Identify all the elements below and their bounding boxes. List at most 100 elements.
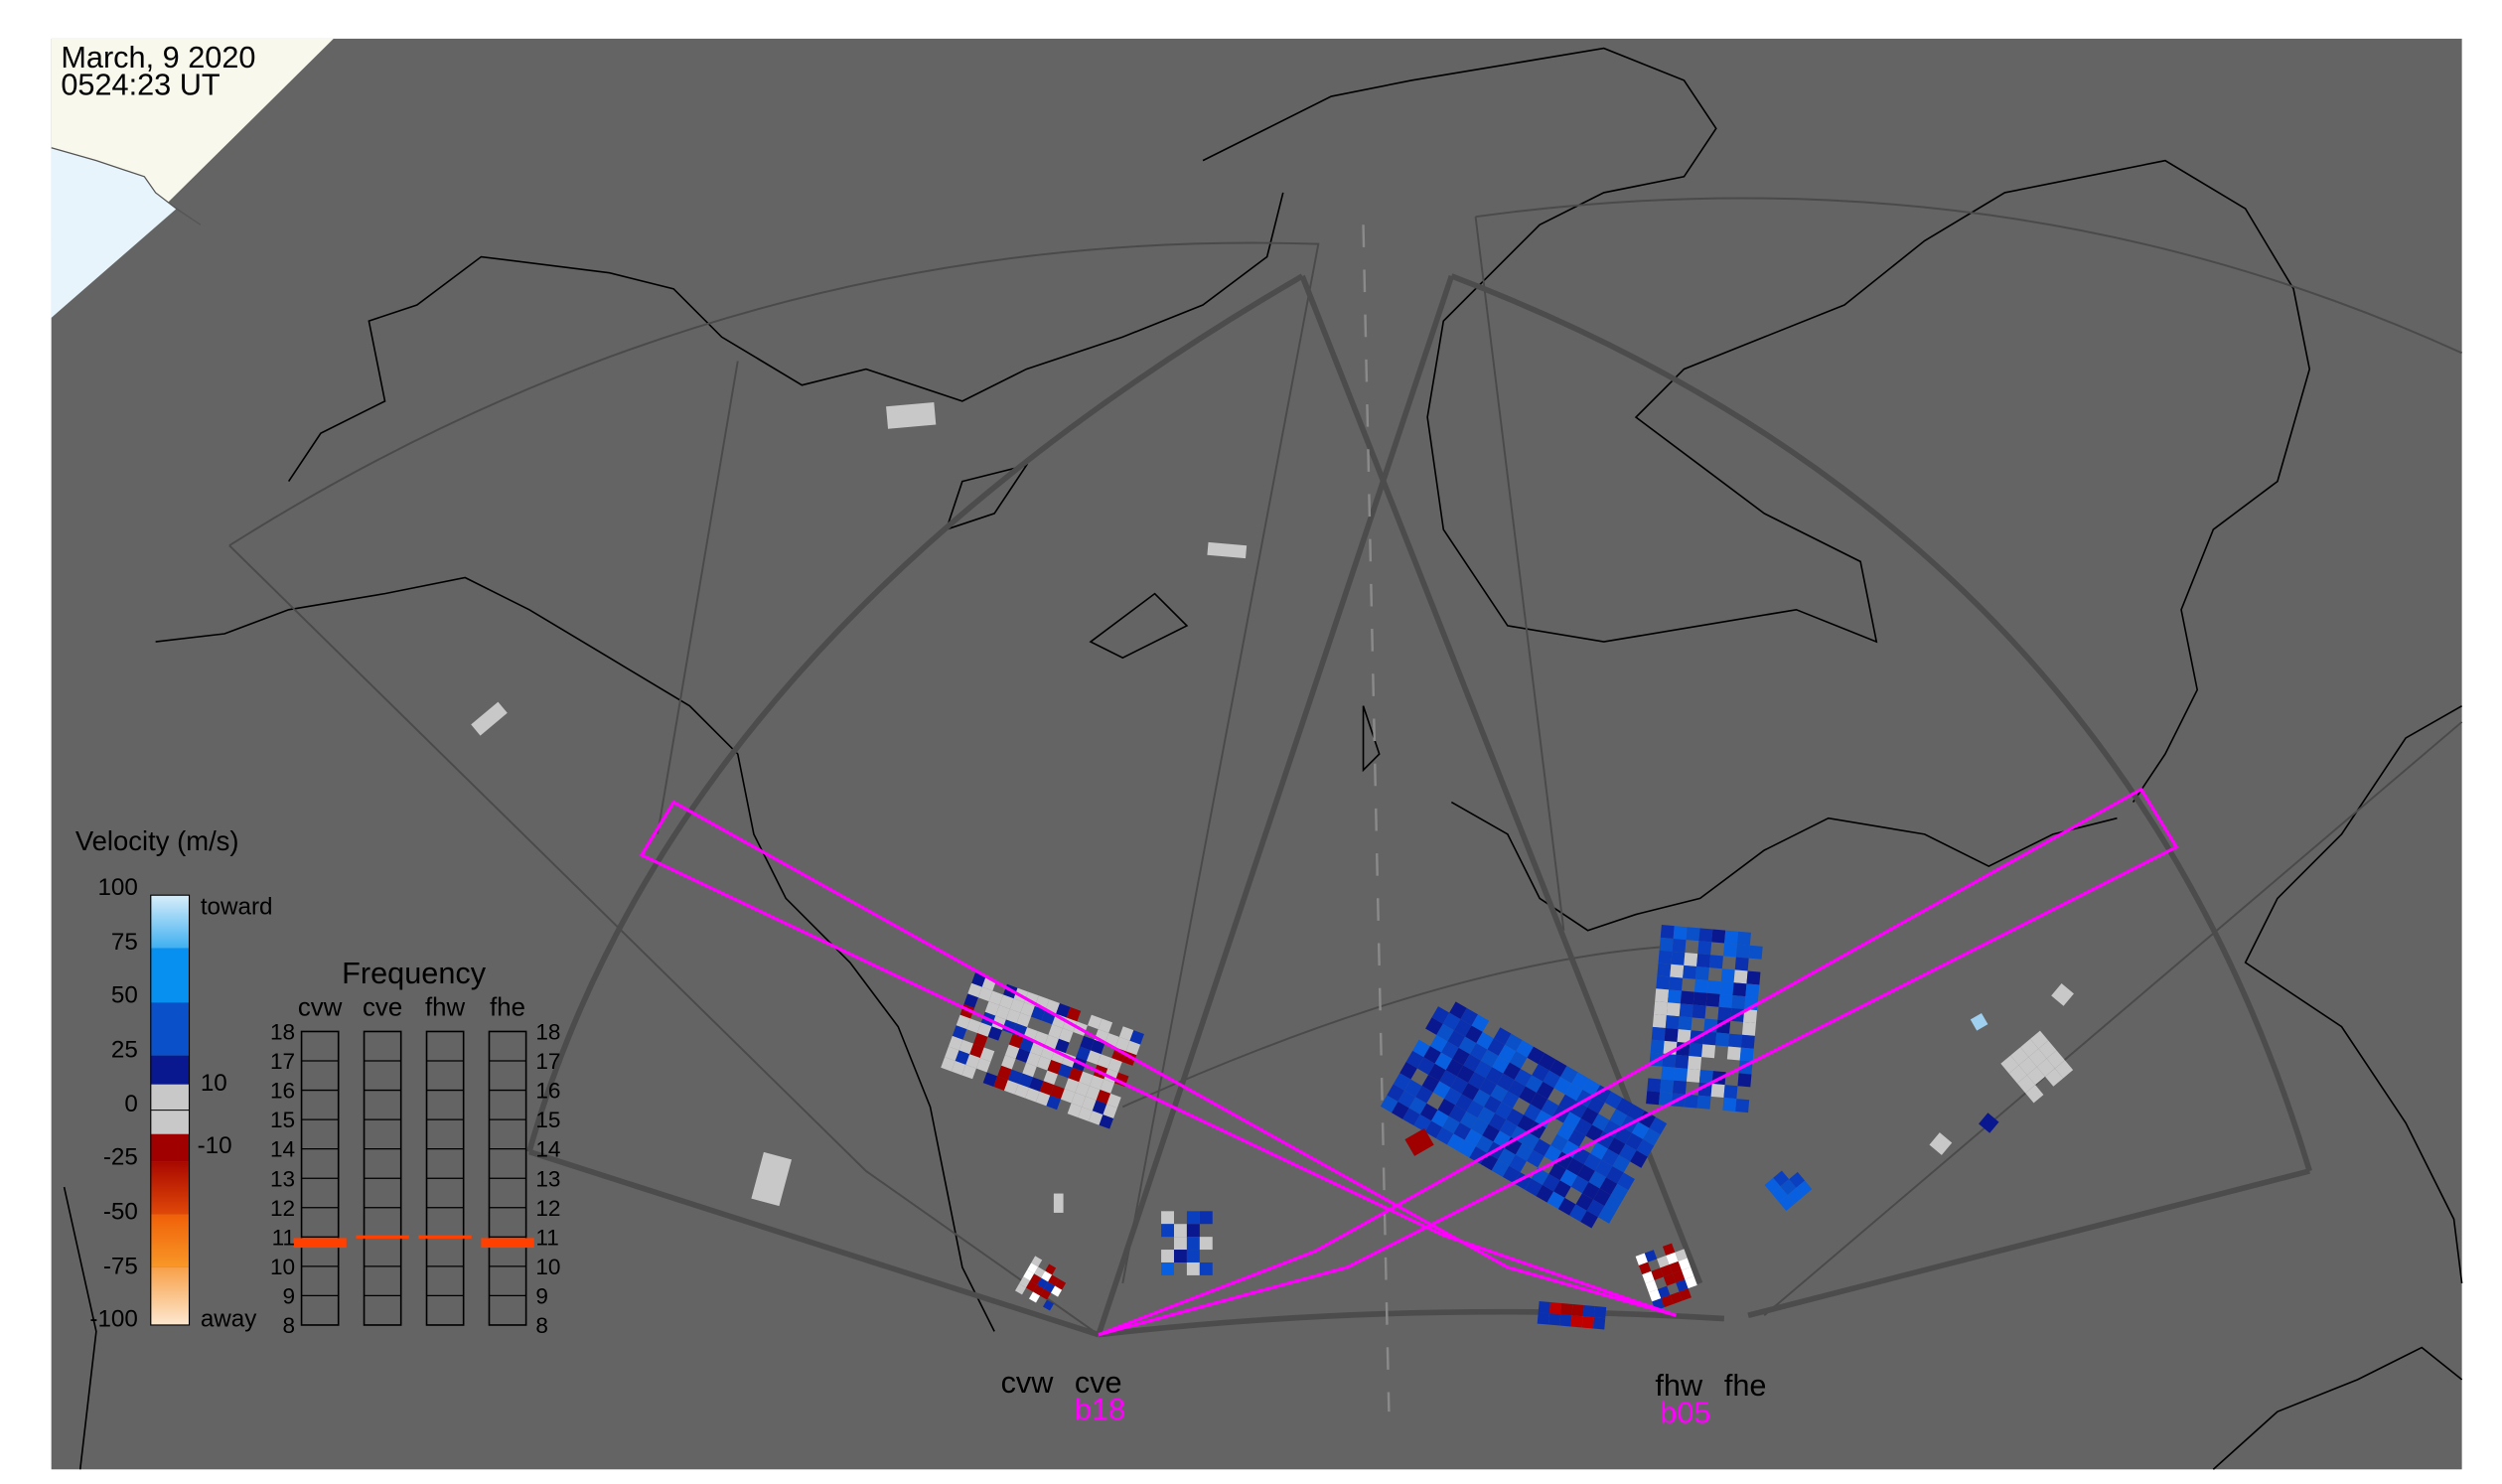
velocity-cell bbox=[1593, 1188, 1611, 1207]
velocity-cell bbox=[1929, 1132, 1953, 1155]
velocity-cell bbox=[1040, 1288, 1052, 1300]
fov-outlines-thick bbox=[526, 273, 2312, 1338]
velocity-cell bbox=[1530, 1093, 1548, 1111]
velocity-cell bbox=[1399, 1062, 1417, 1080]
velocity-cell bbox=[1679, 1288, 1692, 1301]
velocity-cell bbox=[1566, 1157, 1584, 1176]
velocity-cell bbox=[1672, 938, 1687, 953]
velocity-cell bbox=[1435, 1126, 1454, 1145]
velocity-cell bbox=[1787, 1187, 1804, 1204]
velocity-cell bbox=[977, 986, 993, 1002]
beam-b05 bbox=[639, 800, 1677, 1317]
frequency-tick-right: 10 bbox=[535, 1255, 560, 1279]
velocity-cell bbox=[1675, 1249, 1688, 1261]
velocity-cell bbox=[1559, 1314, 1572, 1327]
frequency-tick-right: 18 bbox=[535, 1020, 560, 1045]
velocity-cell bbox=[1509, 1051, 1528, 1069]
velocity-cell bbox=[1553, 1077, 1572, 1095]
velocity-cell bbox=[1009, 998, 1025, 1013]
velocity-cell bbox=[1471, 1014, 1490, 1032]
velocity-cell bbox=[1604, 1091, 1623, 1110]
velocity-cell bbox=[1656, 975, 1671, 990]
velocity-cell bbox=[1043, 1070, 1059, 1086]
velocity-cell bbox=[1129, 1030, 1144, 1045]
frequency-tick-right: 15 bbox=[535, 1108, 560, 1132]
velocity-cell bbox=[1590, 1141, 1608, 1160]
velocity-cell bbox=[1676, 1042, 1691, 1057]
frequency-tick-right: 8 bbox=[535, 1313, 548, 1338]
velocity-cell bbox=[1060, 1088, 1076, 1104]
legend-tick: 50 bbox=[111, 981, 138, 1008]
velocity-cell bbox=[1199, 1237, 1213, 1251]
velocity-cell bbox=[1506, 1108, 1525, 1126]
velocity-cell bbox=[1423, 1046, 1441, 1064]
velocity-cell bbox=[1686, 927, 1700, 942]
velocity-cell bbox=[979, 1047, 995, 1062]
velocity-cell bbox=[1670, 1291, 1683, 1304]
velocity-cell bbox=[1186, 1237, 1200, 1251]
velocity-cell bbox=[1658, 950, 1673, 965]
velocity-cell bbox=[1597, 1206, 1616, 1224]
velocity-cell bbox=[1537, 1312, 1549, 1325]
velocity-cell bbox=[1577, 1164, 1595, 1183]
velocity-cell bbox=[1657, 1256, 1670, 1268]
velocity-cell bbox=[963, 993, 978, 1008]
velocity-cell bbox=[1764, 1177, 1781, 1194]
velocity-cell bbox=[1773, 1170, 1790, 1187]
velocity-cell bbox=[2018, 1057, 2037, 1076]
velocity-cell bbox=[1771, 1186, 1788, 1203]
velocity-cell bbox=[1465, 1025, 1483, 1044]
velocity-cell bbox=[1588, 1170, 1607, 1189]
frequency-tick-left: 13 bbox=[270, 1166, 295, 1191]
velocity-cell bbox=[1005, 1008, 1021, 1024]
velocity-cell bbox=[1067, 1103, 1083, 1117]
velocity-cell bbox=[988, 990, 1004, 1005]
velocity-cell bbox=[1059, 1028, 1074, 1043]
velocity-cell bbox=[1492, 1056, 1510, 1074]
velocity-cell bbox=[984, 1001, 1000, 1016]
velocity-cell bbox=[1440, 1041, 1459, 1060]
velocity-cell bbox=[1560, 1303, 1573, 1316]
velocity-cell bbox=[1670, 964, 1685, 978]
velocity-cell bbox=[1493, 1027, 1512, 1045]
velocity-cell bbox=[1001, 1055, 1016, 1070]
velocity-cell bbox=[2054, 1060, 2074, 1079]
velocity-cell bbox=[1039, 1081, 1055, 1096]
velocity-cell bbox=[1536, 1081, 1554, 1100]
velocity-cell bbox=[1661, 1066, 1676, 1081]
velocity-cell bbox=[1547, 1313, 1561, 1326]
velocity-cell bbox=[941, 1057, 956, 1072]
velocity-cell bbox=[2010, 1047, 2029, 1066]
velocity-cell bbox=[1412, 1039, 1430, 1058]
velocity-cell bbox=[1655, 988, 1670, 1003]
velocity-cell bbox=[1553, 1180, 1571, 1198]
velocity-cell bbox=[1673, 926, 1688, 941]
velocity-cell bbox=[1527, 1149, 1545, 1168]
frequency-column-cve: cve bbox=[363, 993, 402, 1021]
velocity-cell bbox=[967, 982, 982, 998]
velocity-cell bbox=[1498, 1044, 1517, 1063]
velocity-cell bbox=[1398, 1090, 1416, 1109]
velocity-cell bbox=[1543, 1070, 1561, 1089]
velocity-cell bbox=[1004, 1044, 1020, 1060]
velocity-cell bbox=[1591, 1113, 1610, 1131]
velocity-cell bbox=[1453, 1122, 1472, 1140]
velocity-cell bbox=[1649, 1116, 1668, 1135]
velocity-cell bbox=[1509, 1154, 1528, 1173]
velocity-cell bbox=[1477, 1107, 1496, 1124]
velocity-cell bbox=[1508, 1080, 1526, 1098]
velocity-cell bbox=[1672, 1269, 1686, 1283]
velocity-cell bbox=[1692, 1004, 1706, 1019]
velocity-cell bbox=[973, 1032, 988, 1048]
velocity-cell bbox=[1666, 1252, 1679, 1265]
daylight-ocean bbox=[51, 147, 177, 318]
velocity-cell bbox=[1125, 1040, 1141, 1056]
velocity-cell bbox=[1086, 1086, 1101, 1101]
velocity-cell bbox=[1455, 1094, 1473, 1112]
coastline-corner bbox=[51, 147, 202, 225]
velocity-cell bbox=[1516, 1040, 1534, 1058]
velocity-cell bbox=[1161, 1211, 1174, 1225]
velocity-cell bbox=[1421, 1074, 1440, 1093]
